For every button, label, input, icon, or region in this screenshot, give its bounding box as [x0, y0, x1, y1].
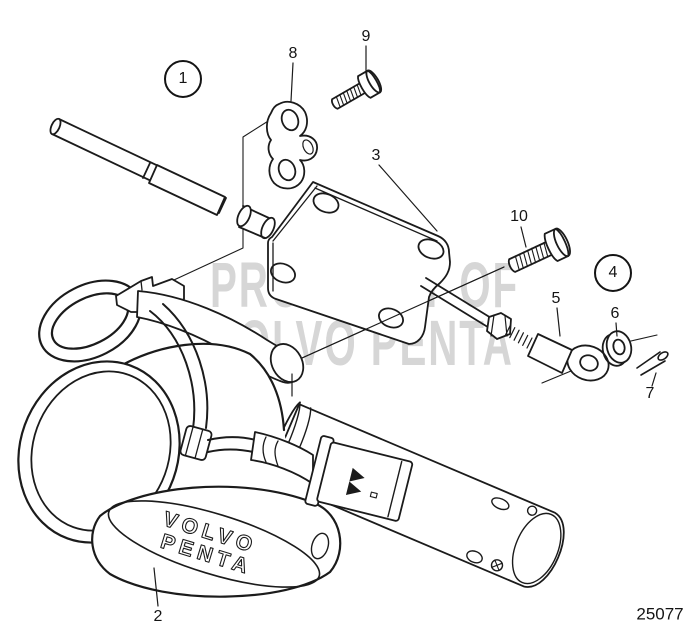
callout-6: 6 [610, 305, 620, 322]
motor-housing-part2: VOLVO PENTA [17, 342, 342, 598]
leader-6 [615, 322, 618, 337]
cable-clevis-part5 [527, 333, 610, 382]
leader-5 [556, 307, 561, 337]
clamp-bracket-part8 [265, 100, 318, 190]
callout-4-label: 4 [608, 264, 618, 281]
mounting-bracket-part3 [267, 181, 451, 345]
callout-4: 4 [594, 254, 632, 292]
connector-arrow-icon [345, 467, 365, 496]
leader-2 [153, 567, 159, 607]
callout-1-label: 1 [178, 70, 188, 87]
callout-8: 8 [288, 45, 298, 62]
leader-3 [378, 164, 438, 232]
figure-number: 25077 [636, 604, 684, 624]
witness-line [301, 266, 505, 359]
callout-2: 2 [153, 608, 163, 625]
leader-10 [520, 226, 527, 248]
leader-8 [290, 62, 294, 102]
callout-10: 10 [510, 208, 528, 225]
leader-lines [153, 45, 657, 607]
leader-7 [651, 372, 657, 387]
callout-9: 9 [361, 28, 371, 45]
callout-5: 5 [551, 290, 561, 307]
callout-7: 7 [645, 385, 655, 402]
callout-3: 3 [371, 147, 381, 164]
washer-part6 [601, 330, 633, 367]
wiring-harness [149, 303, 414, 522]
control-cable [49, 117, 276, 240]
callout-1: 1 [164, 60, 202, 98]
screw-part9 [331, 69, 383, 110]
cotter-pin-part7 [636, 351, 669, 376]
cable-rod-end [420, 277, 533, 349]
electrical-connector [304, 435, 414, 522]
screw-part10 [507, 227, 571, 273]
